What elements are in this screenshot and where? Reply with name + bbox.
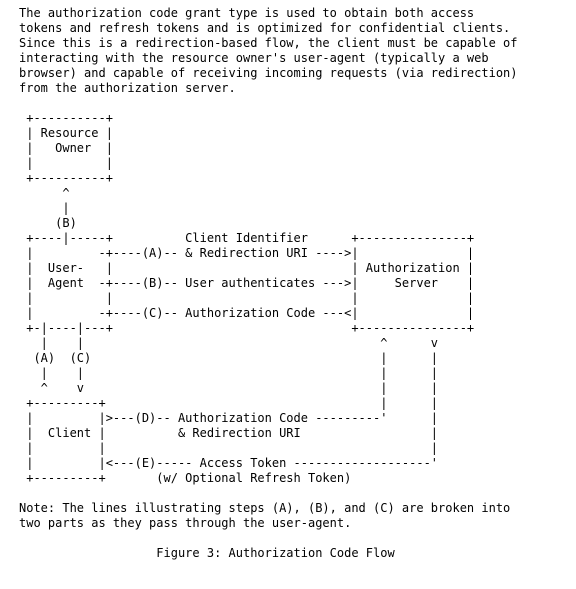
diagram-line: | |>---(D)-- Authorization Code --------… (19, 411, 439, 425)
diagram-line: | |<---(E)----- Access Token -----------… (19, 456, 439, 470)
diagram-line: | | | (19, 441, 439, 455)
diagram-line: | | (19, 156, 113, 170)
intro-line: Since this is a redirection-based flow, … (19, 36, 518, 50)
note-paragraph: Note: The lines illustrating steps (A), … (19, 501, 569, 531)
diagram-line: | (19, 201, 70, 215)
intro-line: interacting with the resource owner's us… (19, 51, 489, 65)
diagram-line: +----|-----+ Client Identifier +--------… (19, 231, 475, 245)
document-page: The authorization code grant type is use… (19, 6, 569, 561)
diagram-line: | User- | | Authorization | (19, 261, 475, 275)
figure-caption: Figure 3: Authorization Code Flow (19, 546, 395, 560)
intro-line: The authorization code grant type is use… (19, 6, 475, 20)
diagram-line: | Agent -+----(B)-- User authenticates -… (19, 276, 475, 290)
diagram-line: +----------+ (19, 171, 113, 185)
diagram-line: ^ (19, 186, 70, 200)
diagram-line: | -+----(A)-- & Redirection URI ---->| | (19, 246, 475, 260)
authorization-code-flow-diagram: +----------+ | Resource | | Owner | | | … (19, 111, 569, 486)
diagram-line: +----------+ (19, 111, 113, 125)
diagram-line: (A) (C) | | (19, 351, 439, 365)
note-line: Note: The lines illustrating steps (A), … (19, 501, 511, 515)
diagram-line: | -+----(C)-- Authorization Code ---<| | (19, 306, 475, 320)
diagram-line: +-|----|---+ +---------------+ (19, 321, 475, 335)
intro-line: browser) and capable of receiving incomi… (19, 66, 518, 80)
diagram-line: +---------+ (w/ Optional Refresh Token) (19, 471, 352, 485)
diagram-line: ^ v | | (19, 381, 439, 395)
intro-line: tokens and refresh tokens and is optimiz… (19, 21, 511, 35)
diagram-line: | | | | (19, 366, 439, 380)
diagram-line: | Resource | (19, 126, 113, 140)
diagram-line: | Owner | (19, 141, 113, 155)
note-line: two parts as they pass through the user-… (19, 516, 352, 530)
intro-line: from the authorization server. (19, 81, 236, 95)
diagram-line: | | ^ v (19, 336, 439, 350)
diagram-line: | | | | (19, 291, 475, 305)
diagram-line: | Client | & Redirection URI | (19, 426, 439, 440)
intro-paragraph: The authorization code grant type is use… (19, 6, 569, 96)
diagram-line: +---------+ | | (19, 396, 439, 410)
diagram-line: (B) (19, 216, 77, 230)
